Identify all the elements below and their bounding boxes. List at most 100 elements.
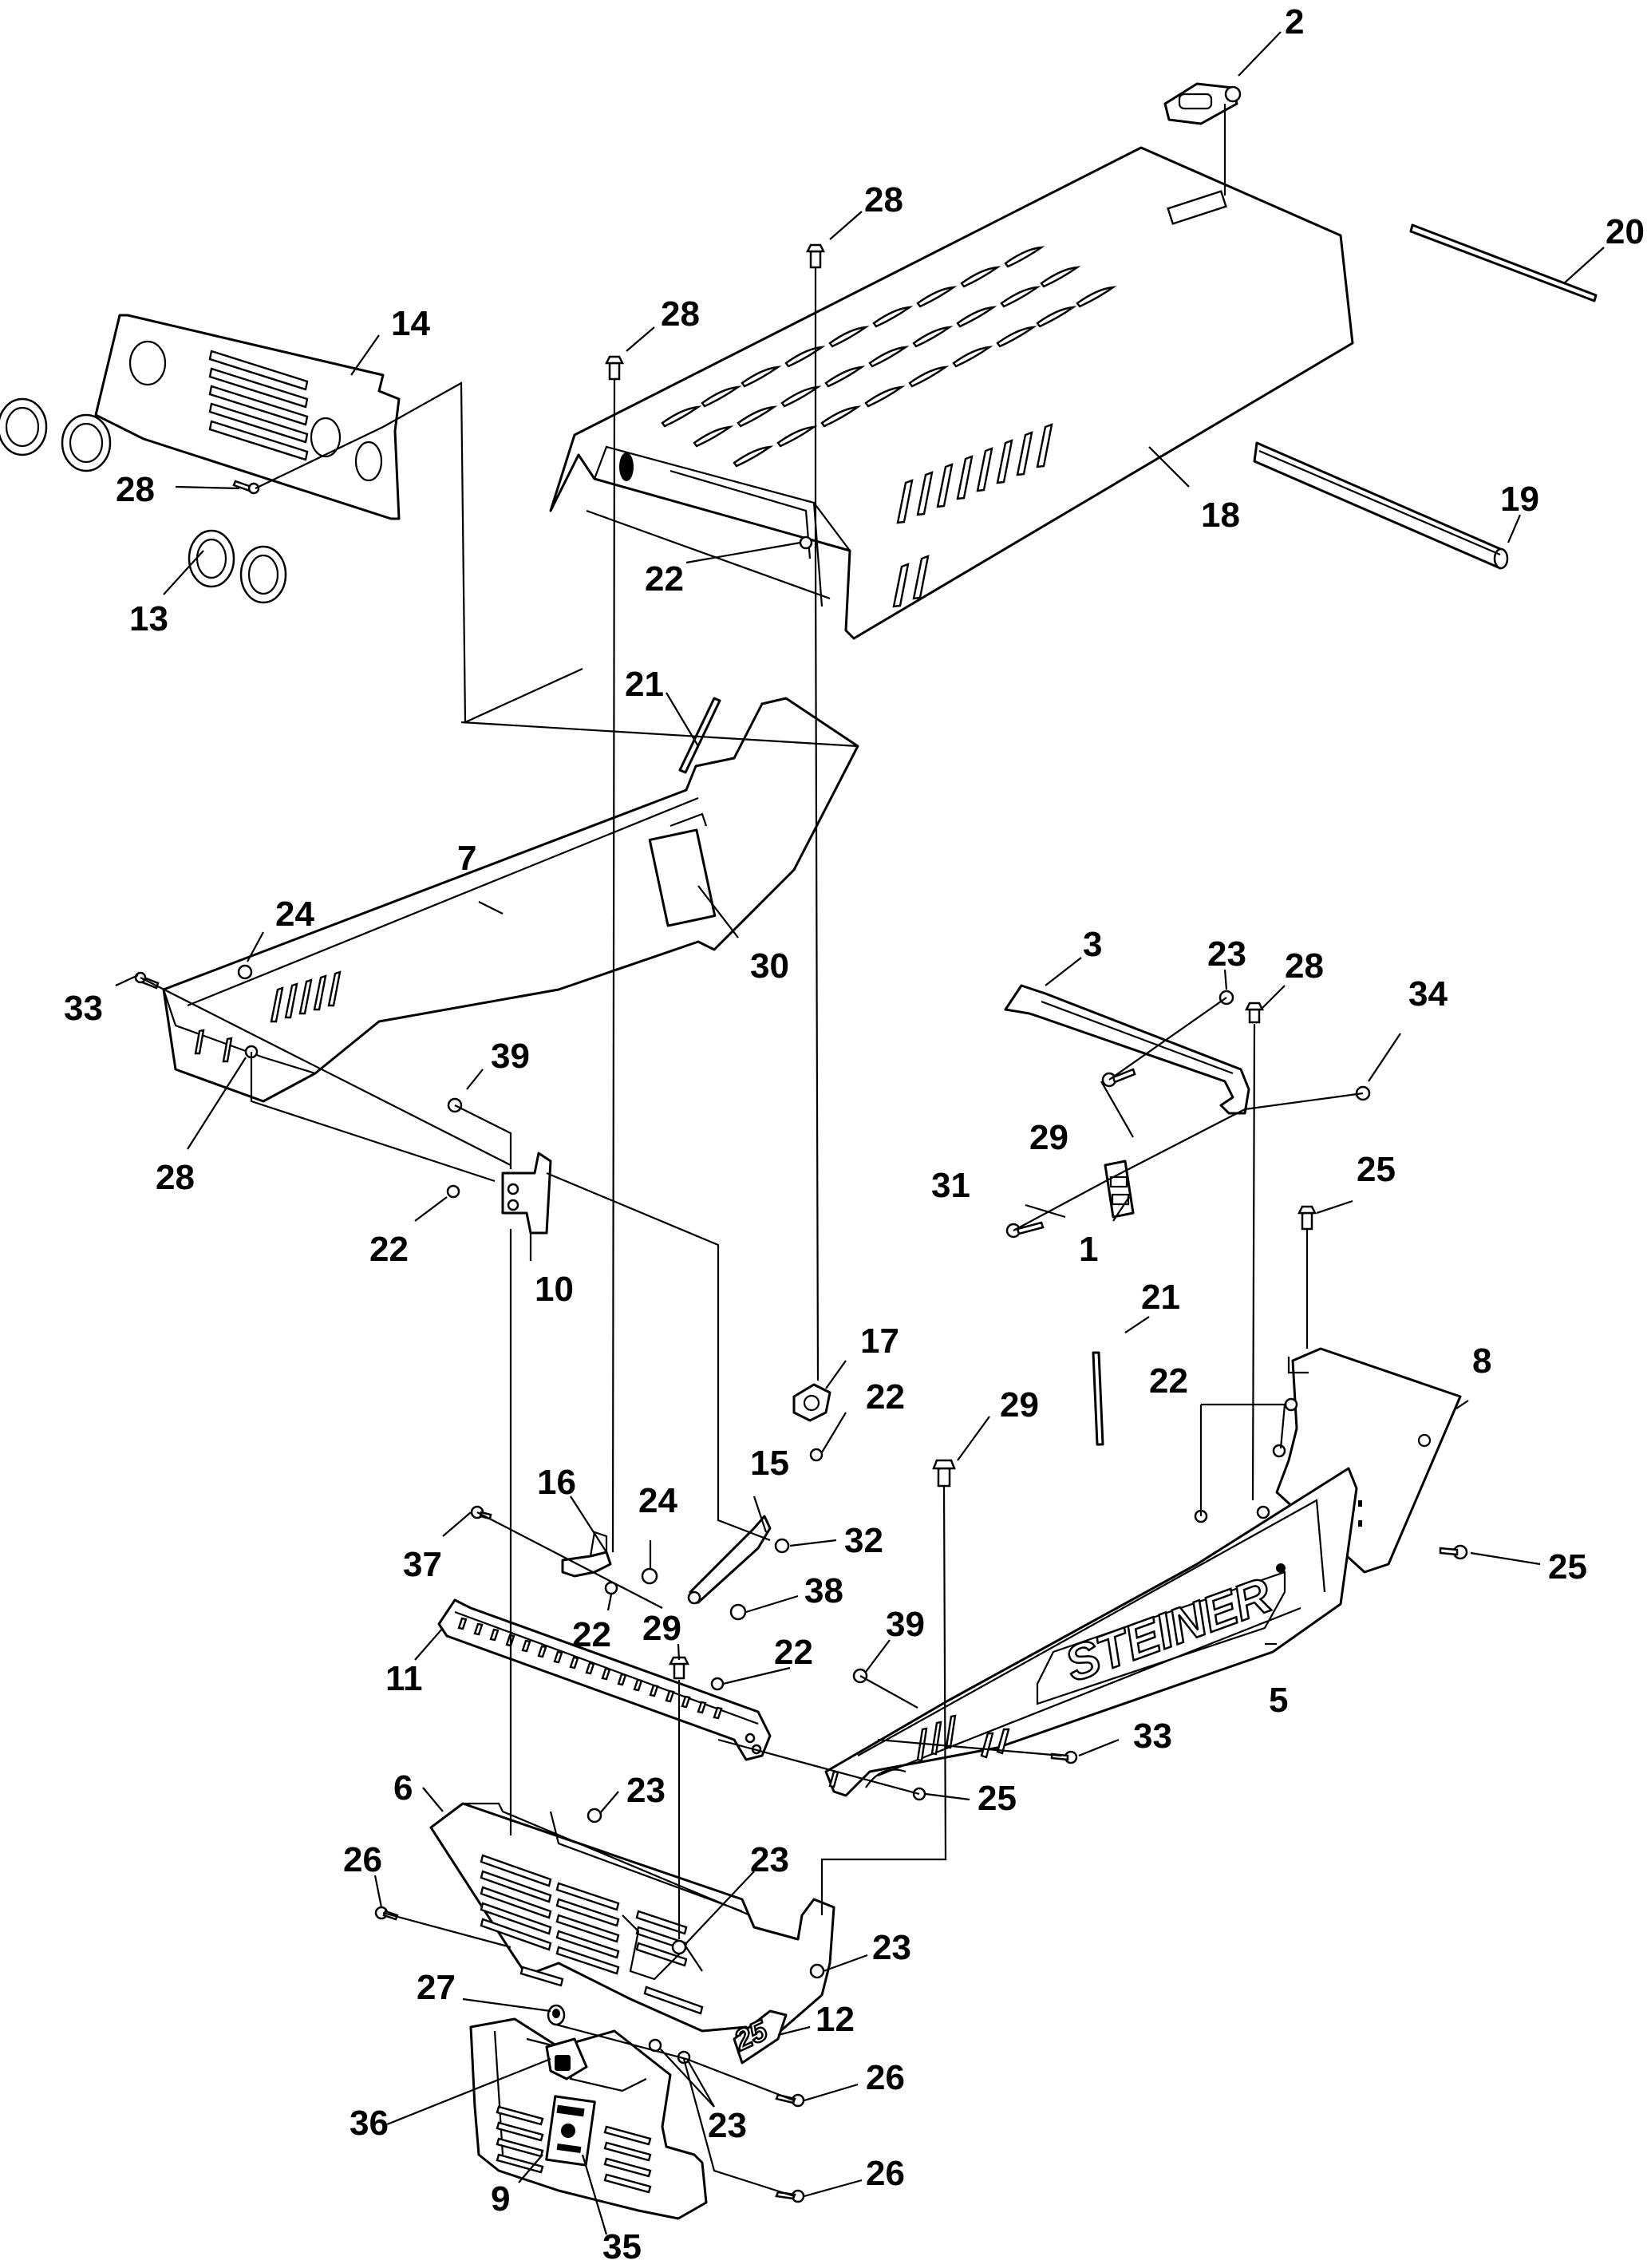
callout-28-bracket: 28 xyxy=(1285,946,1324,986)
callout-24-lower: 24 xyxy=(638,1481,677,1520)
callout-24-upper: 24 xyxy=(275,895,314,934)
bolt-28a xyxy=(805,243,826,269)
callout-17: 17 xyxy=(860,1322,899,1361)
callout-39-upper: 39 xyxy=(491,1037,530,1076)
nut-22a xyxy=(799,535,813,550)
callout-35: 35 xyxy=(602,2227,642,2266)
latch-part-2 xyxy=(1163,82,1242,125)
bolt-29a xyxy=(1101,1068,1136,1088)
callout-22-mid: 22 xyxy=(866,1377,905,1417)
callout-2: 2 xyxy=(1285,2,1304,41)
callout-10: 10 xyxy=(535,1270,574,1309)
strip-part-21-lower xyxy=(1092,1351,1104,1446)
callout-16: 16 xyxy=(537,1463,576,1502)
bolt-31 xyxy=(1005,1221,1045,1239)
callout-13: 13 xyxy=(129,599,168,638)
nut-23b xyxy=(587,1808,602,1823)
callout-18: 18 xyxy=(1201,496,1240,535)
bracket-part-17 xyxy=(792,1383,831,1422)
callout-29-lower: 29 xyxy=(642,1609,681,1648)
callout-23-front: 23 xyxy=(626,1771,666,1810)
hood-part-18 xyxy=(549,146,1354,640)
strip-part-21-upper xyxy=(678,697,721,774)
hood-louvers xyxy=(661,246,1117,468)
callout-23-upper: 23 xyxy=(1207,934,1246,974)
grille-slots xyxy=(457,1617,723,1720)
callout-22-grille: 22 xyxy=(774,1633,813,1672)
bolt-25b xyxy=(1439,1544,1468,1560)
callout-32: 32 xyxy=(844,1521,883,1560)
callout-31: 31 xyxy=(931,1166,970,1205)
callout-28-panel: 28 xyxy=(156,1158,195,1197)
callout-22-right: 22 xyxy=(1149,1361,1188,1401)
knob-part-27 xyxy=(547,2004,566,2026)
callout-29-upper: 29 xyxy=(1029,1118,1068,1157)
bracket-part-10 xyxy=(501,1152,552,1235)
callout-26-lower: 26 xyxy=(866,2154,905,2193)
callout-23-lower: 23 xyxy=(708,2106,747,2145)
callout-27: 27 xyxy=(417,1968,456,2007)
bolt-26b xyxy=(775,2093,805,2108)
trim-strip-part-20 xyxy=(1409,223,1598,302)
callout-9: 9 xyxy=(491,2179,510,2219)
callout-labels: 2 28 20 14 28 28 18 19 22 13 21 7 30 24 … xyxy=(64,2,1645,2266)
callout-28-dash: 28 xyxy=(116,470,155,509)
callout-25-lower: 25 xyxy=(978,1779,1017,1818)
callout-1: 1 xyxy=(1079,1230,1098,1269)
nut-22b xyxy=(446,1184,460,1199)
hood-side-vents xyxy=(892,423,1053,608)
bolt-25a xyxy=(1297,1205,1317,1231)
callout-26-mid: 26 xyxy=(866,2058,905,2097)
bracket-part-3 xyxy=(1004,984,1250,1115)
bolt-29c xyxy=(668,1656,690,1680)
nut-24b xyxy=(641,1567,658,1585)
callout-28-hood-top: 28 xyxy=(864,180,903,219)
fasteners xyxy=(134,243,1468,2203)
nut-22c-1 xyxy=(1284,1397,1298,1412)
bolt-28b xyxy=(232,480,260,495)
nut-22d xyxy=(809,1448,824,1462)
callout-22-bracket: 22 xyxy=(369,1230,409,1269)
nut-32 xyxy=(774,1538,790,1554)
callout-25-right: 25 xyxy=(1548,1547,1587,1586)
callout-3: 3 xyxy=(1083,925,1102,964)
callout-15: 15 xyxy=(750,1444,789,1483)
callout-36: 36 xyxy=(350,2104,389,2143)
leader-lines xyxy=(115,31,1605,2235)
bolt-33b xyxy=(1050,1750,1078,1764)
callout-6: 6 xyxy=(393,1768,413,1808)
callout-12: 12 xyxy=(816,2000,855,2039)
bolt-28c xyxy=(604,355,625,381)
front-panel-vents xyxy=(480,1854,704,2015)
bolt-24a xyxy=(237,964,253,980)
nut-38 xyxy=(729,1603,747,1621)
side-panel-part-7 xyxy=(162,697,859,1103)
nut-22c-2 xyxy=(1272,1444,1286,1458)
nut-23d xyxy=(809,1963,825,1979)
callout-29-mid: 29 xyxy=(1000,1385,1039,1424)
callout-33-right: 33 xyxy=(1133,1717,1172,1756)
callout-19: 19 xyxy=(1500,480,1539,519)
callout-33-left: 33 xyxy=(64,989,103,1028)
callout-14: 14 xyxy=(391,304,430,343)
seal-part-19 xyxy=(1253,441,1509,570)
link-part-15 xyxy=(687,1515,772,1605)
callout-7: 7 xyxy=(457,839,476,878)
nut-23c xyxy=(671,1939,687,1955)
callout-39-lower: 39 xyxy=(886,1605,925,1644)
dash-panel-part-14 xyxy=(94,314,401,520)
bracket-part-16 xyxy=(561,1531,612,1578)
front-cover-vents xyxy=(496,2105,652,2194)
callout-5: 5 xyxy=(1269,1681,1288,1720)
callout-28-hood-left: 28 xyxy=(661,294,700,334)
callout-21-upper: 21 xyxy=(625,665,664,704)
callout-30: 30 xyxy=(750,946,789,986)
control-module-part-35 xyxy=(545,2095,596,2167)
callout-11: 11 xyxy=(385,1659,423,1698)
callout-38: 38 xyxy=(804,1571,843,1610)
callout-25-upper: 25 xyxy=(1357,1150,1396,1189)
callout-23-center: 23 xyxy=(750,1840,789,1879)
assembly-lines xyxy=(140,104,1364,2198)
ignition-switch-part-36 xyxy=(545,2037,588,2080)
